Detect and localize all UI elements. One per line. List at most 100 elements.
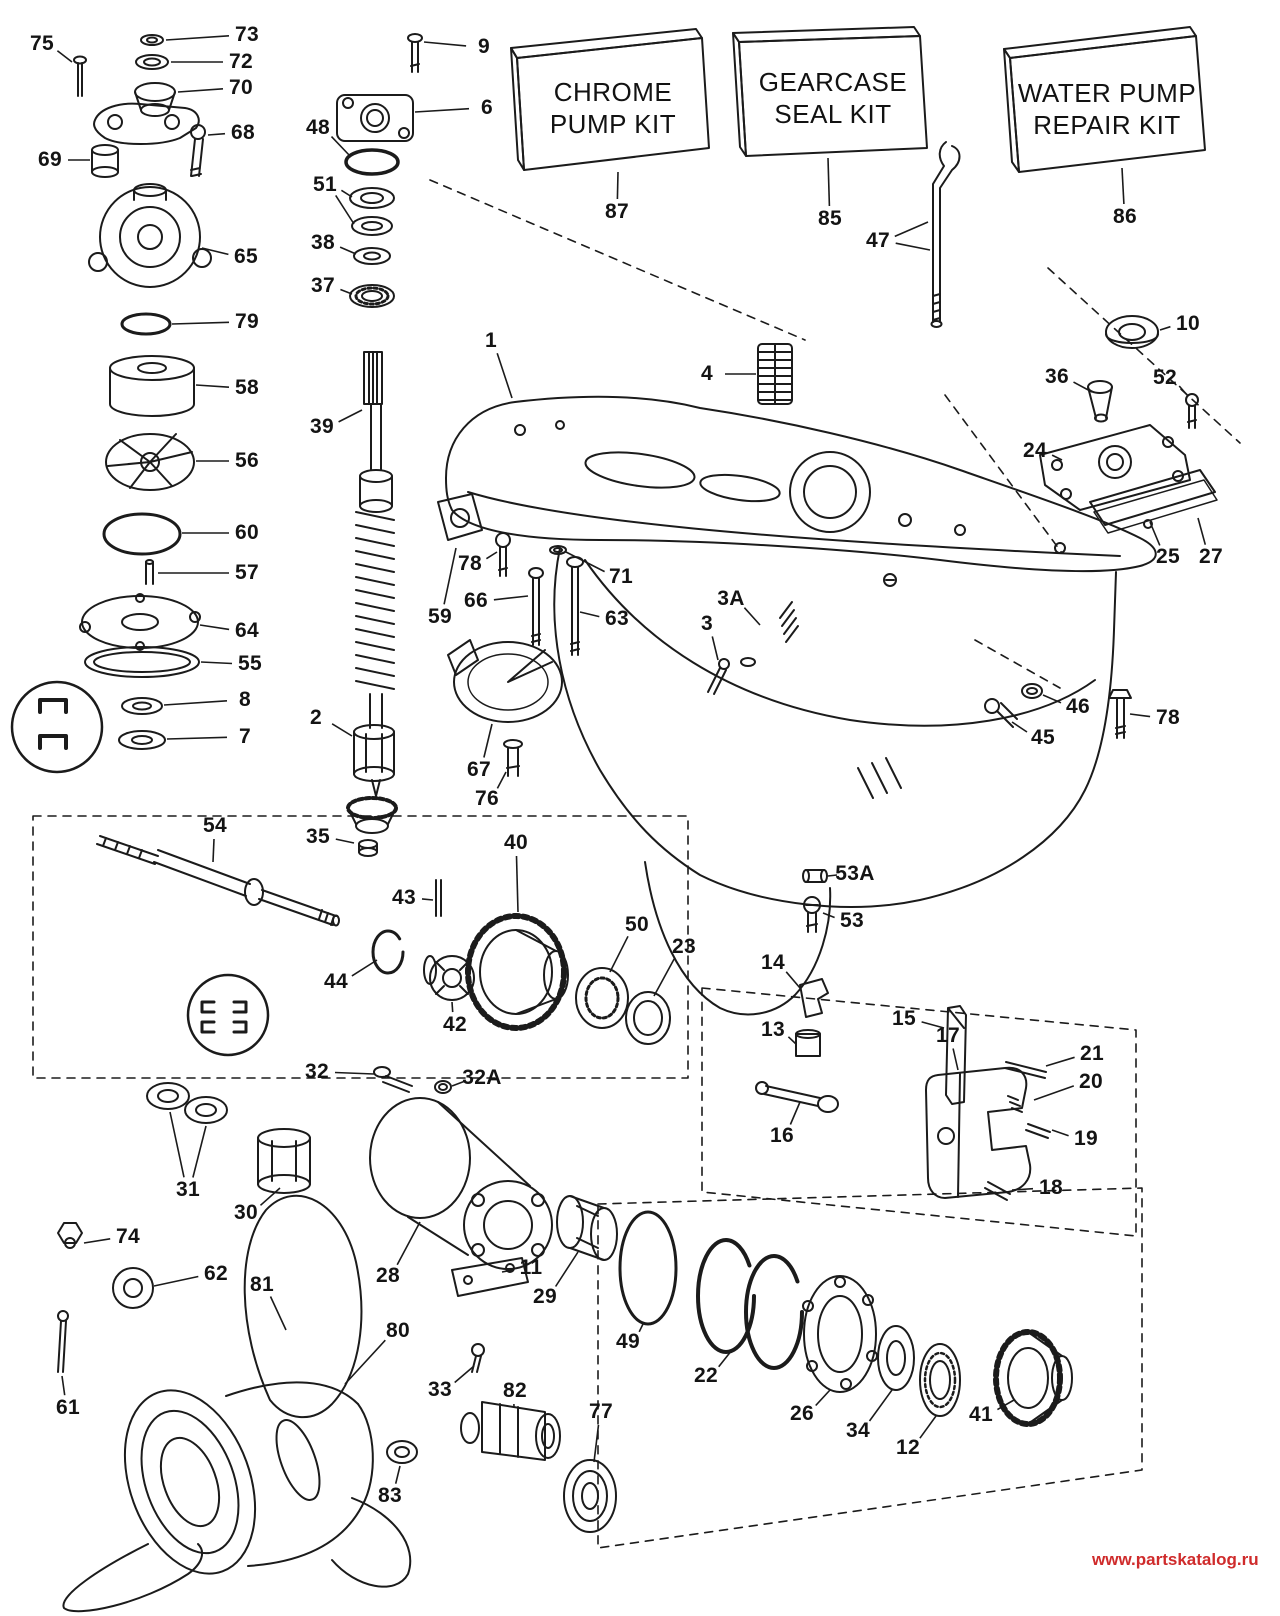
- callout-48: 48: [306, 116, 330, 139]
- callout-79: 79: [235, 310, 259, 333]
- callout-86: 86: [1113, 205, 1137, 228]
- callout-24: 24: [1023, 439, 1047, 462]
- callout-40: 40: [504, 831, 528, 854]
- callout-53: 53: [840, 909, 864, 932]
- thrust-bushing: [460, 1401, 561, 1461]
- callout-59: 59: [428, 605, 452, 628]
- gearcase-housing: [437, 343, 1157, 1016]
- callout-32: 32: [305, 1060, 329, 1083]
- callout-58: 58: [235, 376, 259, 399]
- callout-83: 83: [378, 1484, 402, 1507]
- callout-55: 55: [238, 652, 262, 675]
- callout-71: 71: [609, 565, 633, 588]
- kit-text-line: WATER PUMP: [1017, 78, 1197, 109]
- callout-15: 15: [892, 1007, 916, 1030]
- callout-36: 36: [1045, 365, 1069, 388]
- propeller: [62, 1194, 412, 1613]
- right-pump-base: [1039, 315, 1218, 534]
- callout-75: 75: [30, 32, 54, 55]
- callout-14: 14: [761, 951, 785, 974]
- callout-34: 34: [846, 1419, 870, 1442]
- callout-2: 2: [310, 706, 322, 729]
- callout-63: 63: [605, 607, 629, 630]
- callout-11: 11: [519, 1256, 543, 1279]
- propshaft-group: [96, 835, 671, 1045]
- anode-block: [757, 343, 793, 405]
- clutch-group: [755, 978, 1051, 1201]
- callout-31: 31: [176, 1178, 200, 1201]
- kit-text-line: GEARCASE: [758, 67, 908, 98]
- callout-54: 54: [203, 814, 227, 837]
- callout-29: 29: [533, 1285, 557, 1308]
- water-pump-assembly: [73, 34, 212, 750]
- callout-78: 78: [1156, 706, 1180, 729]
- callout-37: 37: [311, 274, 335, 297]
- callout-62: 62: [204, 1262, 228, 1285]
- callout-18: 18: [1039, 1176, 1063, 1199]
- callout-72: 72: [229, 50, 253, 73]
- callout-32A: 32A: [462, 1066, 502, 1089]
- callout-49: 49: [616, 1330, 640, 1353]
- callout-85: 85: [818, 207, 842, 230]
- callout-77: 77: [589, 1400, 613, 1423]
- callout-80: 80: [386, 1319, 410, 1342]
- callout-3: 3: [701, 612, 713, 635]
- callout-10: 10: [1176, 312, 1200, 335]
- callout-27: 27: [1199, 545, 1223, 568]
- gearcase-seal-kit-box: [732, 26, 928, 157]
- callout-7: 7: [239, 725, 251, 748]
- forward-gear: [465, 913, 569, 1031]
- callout-87: 87: [605, 200, 629, 223]
- callout-66: 66: [464, 589, 488, 612]
- callout-4: 4: [701, 362, 713, 385]
- bearing-carrier: [369, 1097, 553, 1270]
- callout-61: 61: [56, 1396, 80, 1419]
- callout-51: 51: [313, 173, 337, 196]
- callout-76: 76: [475, 787, 499, 810]
- watermark-link[interactable]: www.partskatalog.ru: [1092, 1550, 1259, 1569]
- callout-67: 67: [467, 758, 491, 781]
- callout-70: 70: [229, 76, 253, 99]
- callout-35: 35: [306, 825, 330, 848]
- inset-details: [10, 680, 270, 1057]
- callout-44: 44: [324, 970, 348, 993]
- callout-56: 56: [235, 449, 259, 472]
- callout-17: 17: [936, 1024, 960, 1047]
- callout-43: 43: [392, 886, 416, 909]
- callout-12: 12: [896, 1436, 920, 1459]
- callout-22: 22: [694, 1364, 718, 1387]
- callout-68: 68: [231, 121, 255, 144]
- callout-65: 65: [234, 245, 258, 268]
- shift-rod: [930, 141, 961, 328]
- callout-21: 21: [1080, 1042, 1104, 1065]
- callout-23: 23: [672, 935, 696, 958]
- needle-bearing: [556, 1195, 618, 1261]
- spacer: [563, 1459, 617, 1533]
- callout-82: 82: [503, 1379, 527, 1402]
- driveshaft-assembly: [336, 33, 423, 857]
- callout-64: 64: [235, 619, 259, 642]
- callout-73: 73: [235, 23, 259, 46]
- kit-text-line: PUMP KIT: [549, 109, 677, 139]
- callout-57: 57: [235, 561, 259, 584]
- bearing-housing-group: [146, 1066, 1073, 1427]
- kit-text-line: REPAIR KIT: [1033, 110, 1181, 140]
- callout-20: 20: [1079, 1070, 1103, 1093]
- callout-1: 1: [485, 329, 497, 352]
- propeller-group: [57, 1194, 617, 1613]
- callout-26: 26: [790, 1402, 814, 1425]
- impeller: [105, 433, 195, 491]
- kit-text-line: CHROME: [553, 77, 673, 108]
- callout-78: 78: [458, 552, 482, 575]
- callout-74: 74: [116, 1225, 140, 1248]
- callout-50: 50: [625, 913, 649, 936]
- callout-46: 46: [1066, 695, 1090, 718]
- callout-19: 19: [1074, 1127, 1098, 1150]
- callout-33: 33: [428, 1378, 452, 1401]
- callout-81: 81: [250, 1273, 274, 1296]
- kit-boxes: [510, 26, 1206, 173]
- callout-3A: 3A: [717, 587, 745, 610]
